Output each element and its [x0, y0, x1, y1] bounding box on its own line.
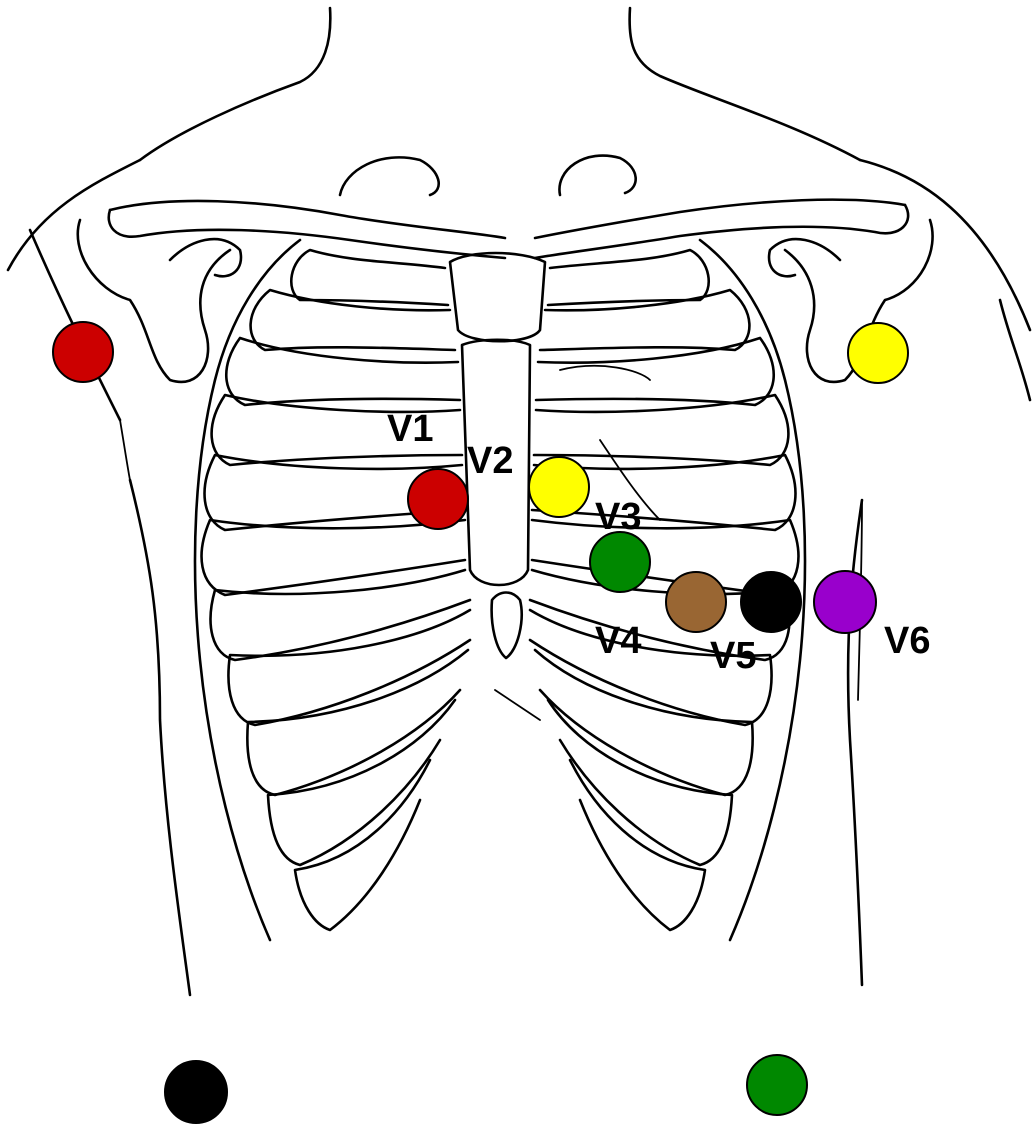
left-rib-11: [295, 760, 430, 930]
left-shoulder-outline: [8, 160, 140, 270]
v6-electrode: [813, 570, 877, 634]
left-rib-1: [291, 250, 448, 305]
v3-electrode: [589, 531, 651, 593]
ll-electrode: [746, 1054, 808, 1116]
right-arm-outline: [1000, 300, 1030, 400]
v1-electrode: [407, 468, 469, 530]
left-rib-7: [211, 570, 470, 660]
right-rib-11: [570, 760, 705, 930]
right-rib-1: [548, 250, 709, 305]
manubrium: [450, 253, 545, 341]
v5-electrode: [740, 571, 802, 633]
ra-electrode: [52, 321, 114, 383]
v3-label: V3: [595, 498, 641, 536]
v4-electrode: [665, 571, 727, 633]
neck-right-outline: [630, 8, 860, 160]
v6-label: V6: [884, 622, 930, 660]
left-upper-arc: [340, 157, 439, 195]
right-rib-10: [548, 700, 732, 865]
v4-label: V4: [595, 622, 641, 660]
left-torso-outline: [130, 480, 190, 995]
left-flank-line: [120, 420, 130, 480]
left-rib-2: [251, 290, 455, 350]
v1-label: V1: [387, 410, 433, 448]
costal-line: [495, 690, 540, 720]
neck-left-outline: [140, 8, 330, 160]
left-rib-10: [268, 700, 455, 865]
right-upper-arc: [559, 156, 635, 195]
right-shoulder-outline: [860, 160, 1030, 330]
v2-electrode: [528, 456, 590, 518]
v5-label: V5: [710, 637, 756, 675]
xiphoid-process: [492, 593, 522, 659]
left-ribcage-outer: [195, 240, 300, 940]
left-rib-6: [202, 520, 465, 595]
v2-label: V2: [467, 442, 513, 480]
left-coracoid: [170, 239, 241, 276]
rl-electrode: [164, 1060, 228, 1124]
la-electrode: [847, 322, 909, 384]
right-rib-2: [540, 290, 749, 350]
right-clavicle-lower: [535, 205, 908, 258]
